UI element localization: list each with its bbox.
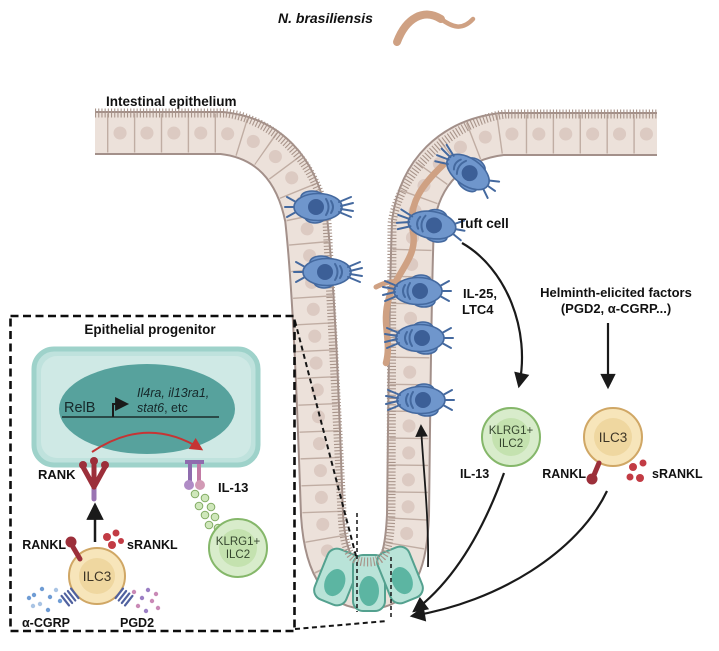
pgd2-label: PGD2 <box>120 616 154 630</box>
rank-receptor-icon <box>79 457 109 502</box>
target-genes-line1: Il4ra, il13ra1, <box>137 386 209 400</box>
arrow-rankl-to-crypt <box>409 490 608 622</box>
epithelial-progenitor-cell: RelB Il4ra, il13ra1, stat6, etc <box>31 346 261 468</box>
srankl-label-inset: sRANKL <box>127 538 178 552</box>
relb-label: RelB <box>64 400 95 416</box>
transcription-arrow <box>112 397 130 417</box>
ilc2-right-line2: ILC2 <box>499 438 523 450</box>
cgrp-receptor-icon <box>60 587 80 607</box>
il13-molecules-icon <box>190 489 223 533</box>
ilc3-right-label: ILC3 <box>599 430 628 445</box>
inset-connector-top <box>294 320 357 557</box>
worm-icon <box>393 10 476 46</box>
ilc3-cell-inset: ILC3 <box>60 529 134 607</box>
helminth-factors-line1: Helminth-elicited factors <box>540 285 692 300</box>
rankl-label-right: RANKL <box>542 467 586 481</box>
srankl-dots-icon <box>103 529 124 549</box>
srankl-label-right: sRANKL <box>652 467 703 481</box>
pgd2-molecules-icon <box>131 587 161 614</box>
arrow-crypt-to-tuft <box>415 424 430 568</box>
crypt-progenitor-cells <box>313 545 424 612</box>
inset-title: Epithelial progenitor <box>84 322 216 337</box>
ilc2-inset-line1: KLRG1+ <box>216 536 261 548</box>
ilc3-inset-label: ILC3 <box>83 569 112 584</box>
ilc2-inset-line2: ILC2 <box>226 549 250 561</box>
il25-label-line2: LTC4 <box>462 302 494 317</box>
rankl-molecule-icon <box>591 460 602 478</box>
il13-label-right: IL-13 <box>460 467 489 481</box>
target-genes-line2: stat6, etc <box>137 401 188 415</box>
inset-box <box>9 314 296 633</box>
arrow-il13-to-crypt <box>412 472 506 613</box>
pgd2-receptor-icon <box>114 587 134 607</box>
rankl-molecule-icon <box>70 544 83 562</box>
il13-receptor-icon <box>184 460 205 490</box>
srankl-dots-icon <box>626 459 647 482</box>
ilc2-cell-inset: KLRG1+ ILC2 <box>208 518 268 578</box>
helminth-factors-line2: (PGD2, α-CGRP...) <box>561 301 671 316</box>
arrow-tuft-to-ilc2 <box>461 242 530 389</box>
acgrp-label: α-CGRP <box>22 616 70 630</box>
tuft-cell-label: Tuft cell <box>458 216 509 231</box>
signal-loop-red-arrow <box>91 431 204 453</box>
rankl-knob-icon <box>65 536 77 548</box>
ilc2-cell-right: KLRG1+ ILC2 <box>481 407 541 467</box>
ilc3-cell-right: ILC3 <box>583 407 647 485</box>
rankl-knob-icon <box>586 473 598 485</box>
epithelium-label: Intestinal epithelium <box>106 94 237 109</box>
ilc2-right-line1: KLRG1+ <box>489 425 534 437</box>
rank-label: RANK <box>38 467 76 482</box>
il13-label-inset: IL-13 <box>218 480 248 495</box>
brush-border <box>95 108 657 567</box>
il25-label-line1: IL-25, <box>463 286 497 301</box>
rankl-label-inset: RANKL <box>22 538 66 552</box>
inset-connector-bottom <box>294 620 388 630</box>
acgrp-molecules-icon <box>26 586 63 613</box>
nucleus <box>59 364 235 454</box>
pathogen-title: N. brasiliensis <box>278 10 373 26</box>
